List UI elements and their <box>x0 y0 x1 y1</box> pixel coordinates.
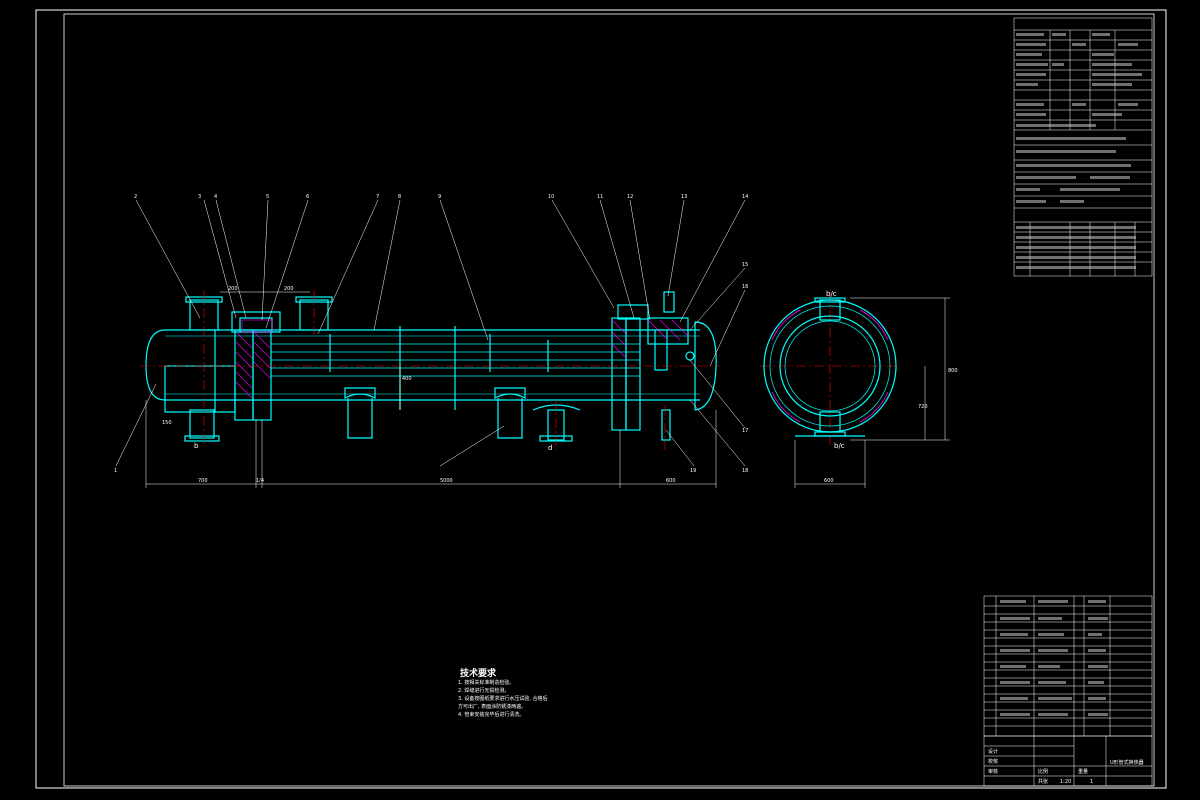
parts-list-fill <box>1000 600 1108 716</box>
note-line-4: 方可出厂, 表面涂防锈漆两遍。 <box>458 703 526 710</box>
centerlines <box>140 290 900 450</box>
end-view-hatch <box>771 309 889 423</box>
saddle-right <box>494 387 526 439</box>
leader-lines <box>115 199 746 467</box>
inner-frame <box>63 13 1155 787</box>
callout-17: 17 <box>742 428 748 434</box>
label-approver: 审核 <box>988 768 998 775</box>
callout-3: 3 <box>198 194 201 200</box>
elevation-view <box>145 291 717 442</box>
value-sheets: 1 <box>1090 779 1093 785</box>
callout-5: 5 <box>266 194 269 200</box>
saddle-left <box>344 387 376 439</box>
value-scale: 1:20 <box>1060 779 1071 785</box>
label-sheets: 共张 <box>1038 778 1048 785</box>
left-head <box>145 329 166 401</box>
label-designer: 设计 <box>988 748 998 755</box>
note-line-5: 4. 管束安装完毕后进行清洗。 <box>458 711 524 718</box>
note-line-1: 1. 按相关标准制造检验。 <box>458 679 514 686</box>
dim-end-view-inner: 720 <box>918 404 928 410</box>
note-line-2: 2. 焊缝进行无损检测。 <box>458 687 509 694</box>
parts-list <box>983 595 1153 737</box>
title-block <box>983 735 1153 787</box>
design-table-fill <box>1016 33 1142 269</box>
callout-10: 10 <box>548 194 554 200</box>
callout-7: 7 <box>376 194 379 200</box>
callout-15: 15 <box>742 262 748 268</box>
section-hatch <box>235 319 689 399</box>
dimension-lines <box>145 291 950 488</box>
dim-mid-height: 400 <box>402 376 412 382</box>
mark-bottom-mid: d <box>548 444 552 452</box>
callout-12: 12 <box>627 194 633 200</box>
dim-end-view-width: 600 <box>824 478 834 484</box>
drawing-name: U形管式换热器 <box>1110 759 1144 766</box>
callout-6: 6 <box>306 194 309 200</box>
callout-9: 9 <box>438 194 441 200</box>
nozzle-marks: b d b/c b/c <box>194 290 845 452</box>
technical-notes: 技术要求 1. 按相关标准制造检验。 2. 焊缝进行无损检测。 3. 设备按图纸… <box>458 667 548 718</box>
right-head <box>694 321 717 411</box>
note-line-3: 3. 设备按图纸要求进行水压试验, 合格后 <box>458 695 548 702</box>
callout-4: 4 <box>214 194 217 200</box>
dim-shell-length: 5000 <box>440 478 453 484</box>
mark-bottom-left: b <box>194 442 199 450</box>
callout-11: 11 <box>597 194 603 200</box>
callout-16: 16 <box>742 284 748 290</box>
dim-end-view-height: 800 <box>948 368 958 374</box>
dim-right-end: 600 <box>666 478 676 484</box>
callout-numbers: 1 2 3 4 5 6 7 8 9 10 11 12 13 14 15 16 1… <box>114 194 748 474</box>
callout-1: 1 <box>114 468 117 474</box>
end-view <box>763 297 897 437</box>
callout-8: 8 <box>398 194 401 200</box>
label-scale: 比例 <box>1038 768 1048 775</box>
callout-14: 14 <box>742 194 748 200</box>
mark-end-top: b/c <box>826 290 837 298</box>
callout-19: 19 <box>690 468 696 474</box>
dim-nozzle-span-a: 200 <box>228 286 238 292</box>
notes-title: 技术要求 <box>460 667 497 679</box>
dim-nozzle-span-b: 200 <box>284 286 294 292</box>
title-block-texts: U形管式换热器 设计 校核 审核 比例 重量 共张 1:20 1 <box>988 748 1144 785</box>
label-weight: 重量 <box>1078 768 1088 775</box>
mark-end-bottom: b/c <box>834 442 845 450</box>
design-data-table <box>1013 17 1153 277</box>
dimension-texts: 700 1/4 5000 600 600 800 720 200 200 400… <box>162 286 958 484</box>
outer-frame <box>35 9 1167 789</box>
dim-left-end: 700 <box>198 478 208 484</box>
dim-left-nozzle-height: 150 <box>162 420 172 426</box>
label-checker: 校核 <box>988 758 998 765</box>
callout-18: 18 <box>742 468 748 474</box>
callout-2: 2 <box>134 194 137 200</box>
dim-flange-gap: 1/4 <box>256 478 264 484</box>
callout-13: 13 <box>681 194 687 200</box>
